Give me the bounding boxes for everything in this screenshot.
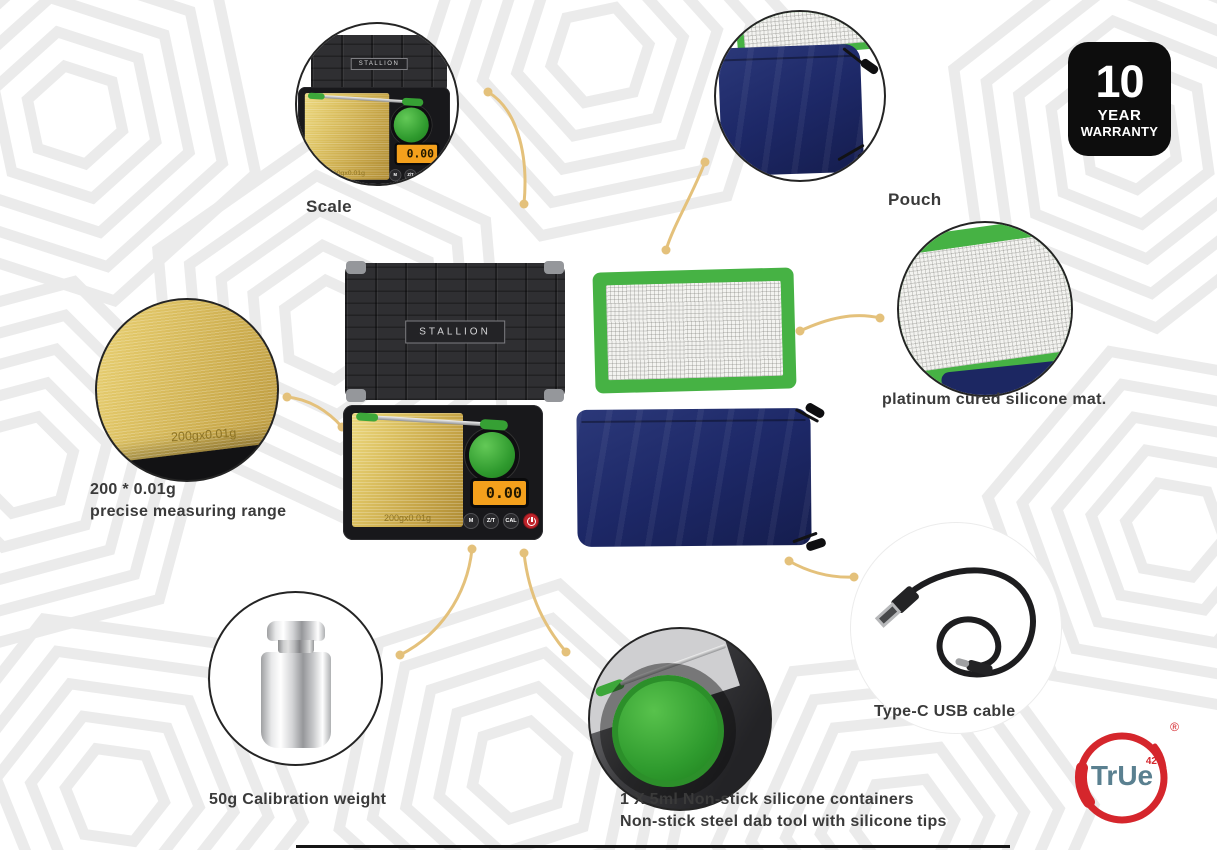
brand-plate: STALLION bbox=[405, 320, 505, 343]
zero-tare-button: Z/T bbox=[483, 513, 499, 529]
usb-cable-cord bbox=[894, 567, 1036, 678]
silicone-container bbox=[612, 675, 724, 787]
dab-tool-tip-left bbox=[307, 92, 325, 100]
scale-lid-closed: STALLION bbox=[311, 33, 447, 95]
dab-tool-tip-right bbox=[401, 97, 424, 107]
usb-c-connector bbox=[955, 658, 993, 676]
mode-button: M bbox=[463, 513, 479, 529]
weight-neck bbox=[277, 640, 314, 653]
containers-callout-circle bbox=[588, 627, 772, 811]
mat-mesh bbox=[605, 280, 784, 381]
usb-a-connector bbox=[874, 586, 919, 628]
brand-plate: STALLION bbox=[350, 58, 408, 70]
mat-callout-circle bbox=[897, 221, 1073, 397]
lid-bumper bbox=[544, 261, 564, 274]
pouch-callout-circle bbox=[714, 10, 886, 182]
warranty-year-text: YEAR bbox=[1097, 107, 1142, 124]
cable-label: Type-C USB cable bbox=[874, 703, 1016, 720]
range-label-line1: 200 * 0.01g bbox=[90, 481, 177, 498]
range-label-line2: precise measuring range bbox=[90, 503, 287, 520]
calibration-button: CAL bbox=[419, 169, 432, 182]
mode-button: M bbox=[389, 169, 402, 182]
logo-42: 42 bbox=[1145, 756, 1157, 767]
calibration-weight bbox=[260, 621, 331, 748]
silicone-container-lid bbox=[393, 107, 429, 143]
registered-mark: ® bbox=[1170, 720, 1179, 734]
containers-label: 1 X 5ml Non-stick silicone containers No… bbox=[620, 789, 947, 833]
silicone-mat bbox=[592, 267, 797, 394]
silicone-container-lid bbox=[469, 432, 515, 478]
power-button-icon bbox=[523, 513, 539, 529]
weight-callout-circle bbox=[208, 591, 383, 766]
scale-label: Scale bbox=[306, 197, 352, 216]
power-button-icon bbox=[434, 169, 447, 182]
usb-cable-illustration bbox=[874, 567, 1036, 678]
logo-text: TrUe bbox=[1090, 760, 1154, 791]
platform-capacity-text: 200gx0.01g bbox=[383, 513, 432, 523]
lcd-display: 0.00 bbox=[470, 478, 529, 508]
open-scale-mini: 200gx0.01g 0.00 M Z/T CAL bbox=[298, 87, 450, 184]
containers-label-line2: Non-stick steel dab tool with silicone t… bbox=[620, 813, 947, 830]
scale-callout-circle: STALLION 200gx0.01g 0.00 M Z/T CAL bbox=[295, 22, 459, 186]
drawstring-toggle bbox=[859, 57, 880, 76]
weight-label: 50g Calibration weight bbox=[209, 791, 387, 808]
scale-lid-main: STALLION bbox=[345, 261, 565, 402]
lid-bumper bbox=[346, 389, 366, 402]
weighing-platform: 200gx0.01g bbox=[304, 93, 390, 180]
true42-logo: TrUe 42 ® bbox=[1063, 720, 1181, 832]
cable-callout-circle bbox=[850, 522, 1062, 734]
dab-tool-tip-right bbox=[479, 418, 509, 431]
warranty-years: 10 bbox=[1095, 56, 1144, 107]
lcd-display: 0.00 bbox=[394, 142, 440, 166]
range-label: 200 * 0.01g precise measuring range bbox=[90, 479, 286, 523]
containers-label-line1: 1 X 5ml Non-stick silicone containers bbox=[620, 791, 914, 808]
scale-buttons: M Z/T CAL bbox=[463, 513, 539, 529]
bottom-edge-line bbox=[296, 845, 1010, 848]
pouch-label: Pouch bbox=[888, 190, 942, 209]
calibration-button: CAL bbox=[503, 513, 519, 529]
pouch-main bbox=[576, 407, 812, 548]
platform-capacity-text: 200gx0.01g bbox=[329, 169, 365, 177]
mat-label: platinum cured silicone mat. bbox=[882, 391, 1107, 408]
scale-buttons: M Z/T CAL bbox=[389, 169, 447, 182]
lid-bumper bbox=[544, 389, 564, 402]
lid-bumper bbox=[433, 33, 446, 41]
weight-body bbox=[260, 652, 331, 748]
dab-tool-tip-left bbox=[355, 412, 379, 422]
warranty-text: WARRANTY bbox=[1080, 124, 1159, 139]
logo-brush-ring bbox=[1074, 732, 1168, 824]
mat-mesh bbox=[899, 230, 1071, 376]
weight-cap bbox=[266, 621, 325, 641]
zero-tare-button: Z/T bbox=[404, 169, 417, 182]
lid-bumper bbox=[346, 261, 366, 274]
weighing-platform: 200gx0.01g bbox=[352, 413, 463, 527]
open-scale-main: 200gx0.01g 0.00 M Z/T CAL bbox=[343, 405, 543, 540]
lid-bumper bbox=[312, 33, 325, 41]
range-callout-circle: 200gx0.01g bbox=[95, 298, 279, 482]
warranty-badge: 10 YEAR WARRANTY bbox=[1068, 42, 1171, 156]
